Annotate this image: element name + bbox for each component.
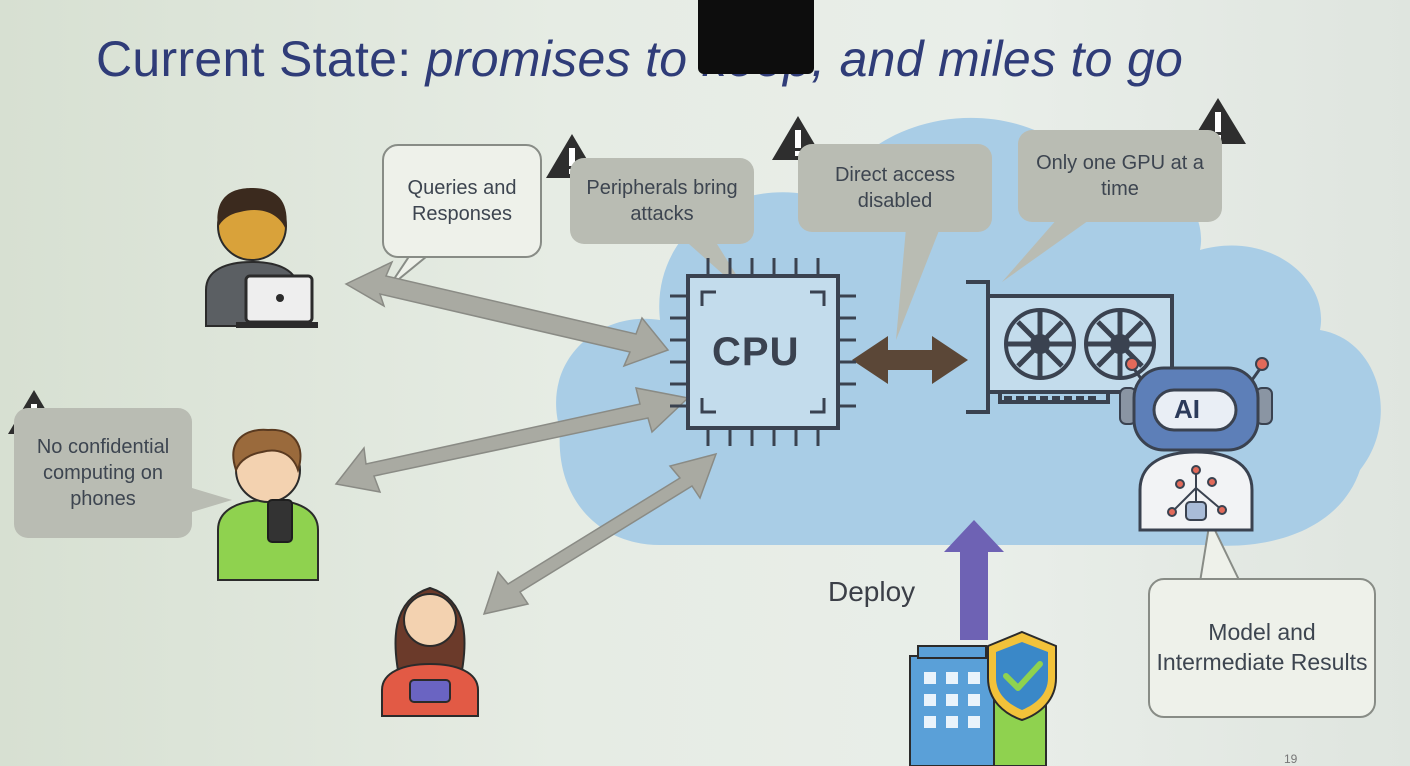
- user-phone-icon: [217, 428, 319, 581]
- tail-gpu: [1002, 218, 1092, 282]
- deploy-label: Deploy: [828, 576, 916, 607]
- arrows-users: [334, 260, 718, 616]
- cpu-label: CPU: [712, 330, 800, 374]
- user-laptop-icon: [205, 188, 318, 328]
- cpu-chip-icon: [670, 258, 856, 446]
- callout-one-gpu-text: Only one GPU at a time: [1036, 152, 1204, 200]
- ai-label: AI: [1174, 394, 1200, 424]
- ai-robot-icon: [1119, 357, 1273, 532]
- callout-model-results: Model and Intermediate Results: [1148, 578, 1376, 718]
- redaction-block: [698, 0, 814, 74]
- arrow-cpu-gpu: [852, 336, 968, 384]
- callout-direct-access: Direct access disabled: [798, 144, 992, 232]
- callout-no-confidential: No confidential computing on phones: [14, 408, 192, 538]
- callout-queries-responses: Queries and Responses: [382, 144, 542, 258]
- tail-phones: [192, 488, 232, 512]
- callout-direct-access-text: Direct access disabled: [834, 164, 956, 212]
- callout-peripherals: Peripherals bring attacks: [570, 158, 754, 244]
- callout-one-gpu: Only one GPU at a time: [1018, 130, 1222, 222]
- shield-check-icon: [987, 630, 1057, 722]
- callout-queries-text: Queries and Responses: [407, 177, 517, 225]
- user-tablet-icon: [381, 586, 479, 717]
- callout-model-results-text: Model and Intermediate Results: [1156, 619, 1368, 675]
- tail-direct: [896, 228, 940, 340]
- title-regular: Current State:: [96, 31, 426, 87]
- deploy-arrow: [944, 520, 1004, 640]
- page-number: 19: [1284, 752, 1298, 766]
- callout-peripherals-text: Peripherals bring attacks: [586, 177, 738, 225]
- callout-no-confidential-text: No confidential computing on phones: [36, 436, 170, 510]
